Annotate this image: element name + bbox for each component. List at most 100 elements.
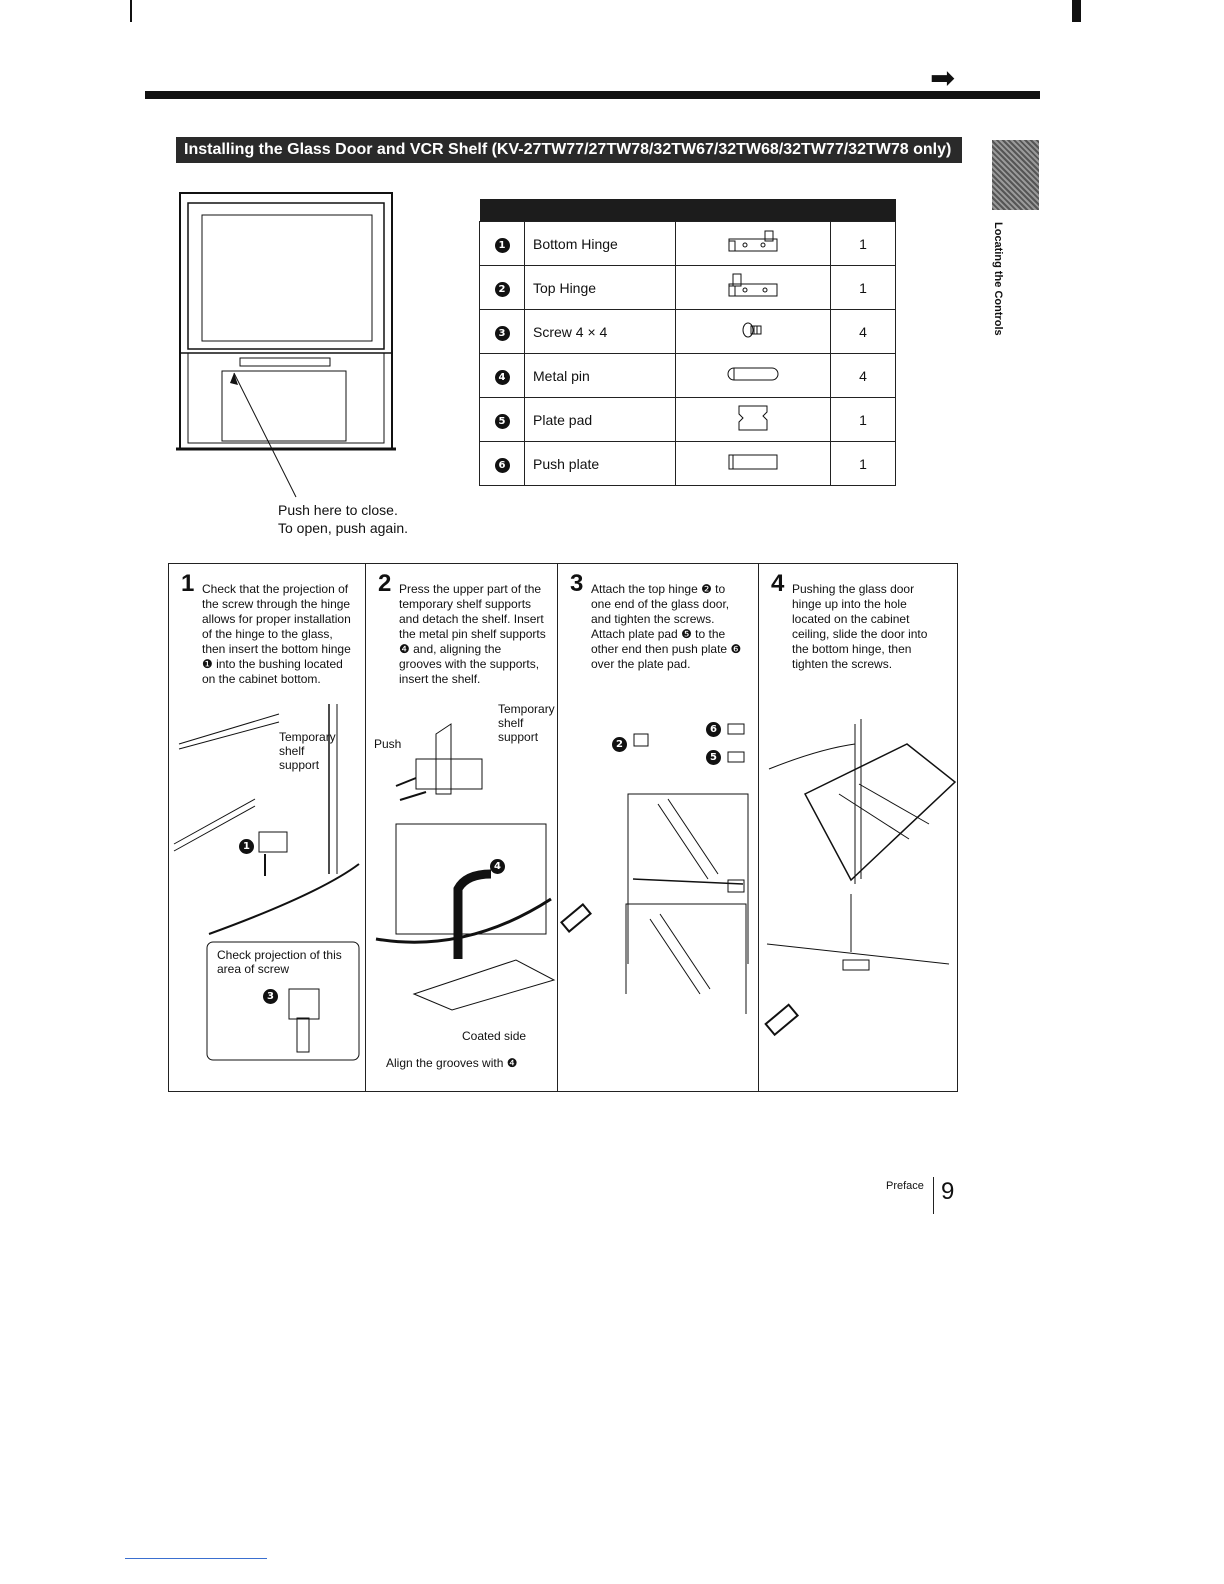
part-name: Plate pad	[525, 398, 676, 442]
mark-5: 5	[706, 747, 721, 765]
step-text-line: temporary shelf supports	[399, 597, 546, 612]
step-text-line: and tighten the screws.	[591, 612, 741, 627]
side-tab-label: Locating the Controls	[982, 222, 1012, 332]
header-rule	[145, 91, 1040, 99]
step-text-line: grooves with the supports,	[399, 657, 546, 672]
screw-icon	[676, 310, 831, 354]
step-text-line: Attach plate pad ❺ to the	[591, 627, 741, 642]
footer-divider	[933, 1177, 934, 1214]
step-text-line: then insert the bottom hinge	[202, 642, 351, 657]
crop-mark-right	[1072, 0, 1081, 22]
step-text-line: the bottom hinge, then	[792, 642, 927, 657]
step-text-line: the screw through the hinge	[202, 597, 351, 612]
step-text-line: the metal pin shelf supports	[399, 627, 546, 642]
parts-row: 3Screw 4 × 4 4	[480, 310, 896, 354]
tv-illustration	[176, 193, 396, 513]
caption-line-2: To open, push again.	[278, 519, 408, 537]
part-name: Top Hinge	[525, 266, 676, 310]
step-number: 2	[378, 570, 391, 598]
part-quantity: 4	[831, 354, 896, 398]
step-text-line: one end of the glass door,	[591, 597, 741, 612]
step-3-illustration	[558, 704, 758, 1089]
step-number: 4	[771, 570, 784, 598]
step-text-line: located on the cabinet	[792, 612, 927, 627]
step-text-line: hinge up into the hole	[792, 597, 927, 612]
mark-6: 6	[706, 719, 721, 737]
tv-caption: Push here to close. To open, push again.	[278, 501, 408, 537]
part-name: Push plate	[525, 442, 676, 486]
part-quantity: 1	[831, 442, 896, 486]
part-name: Bottom Hinge	[525, 222, 676, 266]
continue-arrow-icon: ➡	[930, 64, 955, 94]
top-hinge-icon	[676, 266, 831, 310]
step-text-line: Press the upper part of the	[399, 582, 546, 597]
step-text-line: ❹ and, aligning the	[399, 642, 546, 657]
part-mark: 1	[480, 222, 525, 266]
mark-1: 1	[239, 836, 254, 854]
part-mark: 6	[480, 442, 525, 486]
page-number: 9	[941, 1178, 954, 1206]
step-text-line: Pushing the glass door	[792, 582, 927, 597]
part-name: Metal pin	[525, 354, 676, 398]
parts-table-header	[480, 199, 896, 222]
plate-pad-icon	[676, 398, 831, 442]
step-text-line: and detach the shelf. Insert	[399, 612, 546, 627]
step-text-line: ceiling, slide the door into	[792, 627, 927, 642]
part-quantity: 1	[831, 222, 896, 266]
part-quantity: 4	[831, 310, 896, 354]
step-text-line: allows for proper installation	[202, 612, 351, 627]
push-label: Push	[374, 737, 401, 751]
step-text-line: ❶ into the bushing located	[202, 657, 351, 672]
coated-side-label: Coated side	[462, 1029, 526, 1043]
step-number: 1	[181, 570, 194, 598]
step-text-line: on the cabinet bottom.	[202, 672, 351, 687]
part-mark: 4	[480, 354, 525, 398]
bottom-hinge-icon	[676, 222, 831, 266]
caption-line-1: Push here to close.	[278, 501, 408, 519]
step-number: 3	[570, 570, 583, 598]
part-mark: 2	[480, 266, 525, 310]
push-plate-icon	[676, 442, 831, 486]
section-tab-marker	[992, 140, 1039, 210]
step-text-line: tighten the screws.	[792, 657, 927, 672]
metal-pin-icon	[676, 354, 831, 398]
step-text-line: over the plate pad.	[591, 657, 741, 672]
crop-mark-left	[130, 0, 132, 22]
step-4-illustration	[759, 704, 957, 1089]
step-text-line: insert the shelf.	[399, 672, 546, 687]
mark-3: 3	[263, 986, 278, 1004]
step-text-line: of the hinge to the glass,	[202, 627, 351, 642]
part-name: Screw 4 × 4	[525, 310, 676, 354]
align-grooves-label: Align the grooves with ❹	[386, 1056, 518, 1070]
step-text-line: Check that the projection of	[202, 582, 351, 597]
part-mark: 5	[480, 398, 525, 442]
part-quantity: 1	[831, 398, 896, 442]
part-quantity: 1	[831, 266, 896, 310]
step-text-line: other end then push plate ❻	[591, 642, 741, 657]
step-text-line: Attach the top hinge ❷ to	[591, 582, 741, 597]
mark-4: 4	[490, 856, 505, 874]
footer-section: Preface	[886, 1180, 924, 1192]
mark-2: 2	[612, 734, 627, 752]
footer-line	[125, 1558, 267, 1559]
section-title: Installing the Glass Door and VCR Shelf …	[176, 137, 962, 163]
part-mark: 3	[480, 310, 525, 354]
